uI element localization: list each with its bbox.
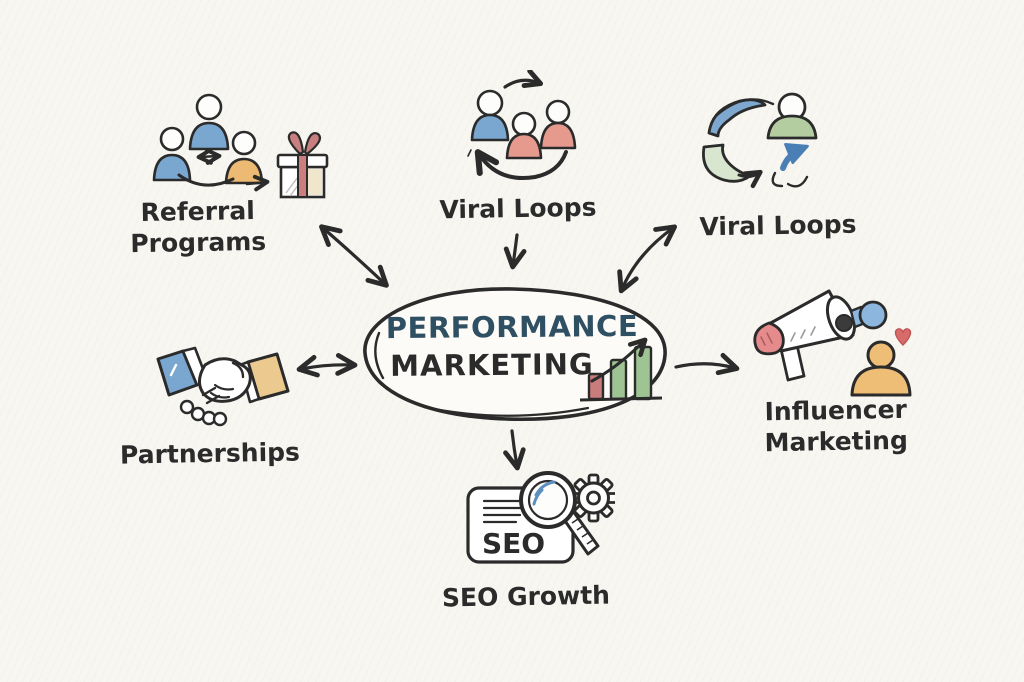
connector-viral-loops-cycle (617, 224, 678, 294)
node-label-referral-programs: Referral Programs (130, 196, 267, 258)
center-ellipse (363, 287, 667, 422)
ellipse-accent-stroke (422, 405, 590, 417)
cycle-top-arrow-icon (503, 70, 544, 89)
cycle-swoosh-person-icon (702, 92, 818, 189)
people-referral-gift-icon (152, 93, 329, 199)
exchange-arrow-icon (196, 148, 222, 165)
center-title-line2: MARKETING (390, 347, 594, 383)
magnifier-icon (519, 471, 600, 556)
connector-referral-programs (319, 224, 389, 288)
heart-icon (894, 328, 912, 346)
trend-arrow-icon (590, 337, 648, 383)
node-label-partnerships: Partnerships (119, 437, 301, 470)
green-swoosh-arrow-icon (737, 169, 763, 189)
blue-swoosh (707, 98, 767, 138)
seo-document-text: SEO (482, 527, 545, 560)
swoosh-underline (177, 173, 235, 187)
node-label-viral-loops-cycle: Viral Loops (699, 209, 857, 242)
to-gift-arrow-icon (245, 174, 270, 192)
megaphone-person-heart-icon (753, 289, 912, 397)
connector-viral-loops-people (503, 233, 527, 270)
small-blue-arrow-icon (780, 143, 809, 171)
node-label-influencer-marketing: Influencer Marketing (764, 394, 909, 457)
gear-icon (569, 473, 615, 523)
handshake-icon (156, 346, 290, 427)
node-label-viral-loops-people: Viral Loops (439, 192, 597, 225)
center-title: PERFORMANCE MARKETING (366, 308, 658, 383)
people-cycle-icon (467, 70, 577, 180)
connector-seo-growth (503, 429, 526, 471)
growth-bars-icon (579, 337, 663, 402)
sketch-tick (467, 149, 472, 157)
person-green (766, 92, 818, 140)
connector-influencer-marketing (674, 352, 740, 376)
center-title-line1: PERFORMANCE (385, 308, 639, 346)
seo-document-magnifier-gear-icon: SEO (466, 471, 615, 564)
ellipse-accent-stroke (374, 331, 385, 380)
swoosh-line (715, 98, 775, 117)
connector-partnerships (296, 353, 358, 378)
gift-icon (276, 131, 329, 199)
cycle-bottom-arrow-icon (474, 149, 568, 180)
sketch-curl (771, 171, 809, 188)
node-label-seo-growth: SEO Growth (441, 580, 611, 613)
